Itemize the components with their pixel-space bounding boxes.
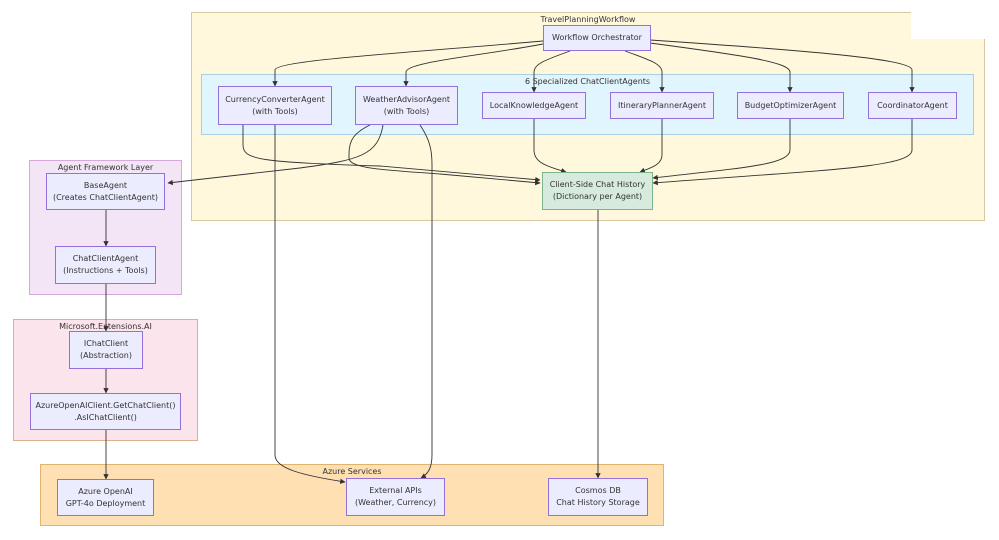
itinerary-planner-agent-node[interactable]: ItineraryPlannerAgent	[610, 92, 714, 119]
base-agent-node[interactable]: BaseAgent (Creates ChatClientAgent)	[46, 173, 165, 210]
node-sublabel: Chat History Storage	[556, 498, 640, 507]
node-sublabel: (Dictionary per Agent)	[552, 192, 643, 201]
node-sublabel: .AsIChatClient()	[74, 412, 137, 422]
node-label: Azure OpenAI	[78, 486, 133, 496]
node-sublabel: (Creates ChatClientAgent)	[52, 192, 159, 202]
node-label: CoordinatorAgent	[877, 100, 948, 110]
client-side-chat-history-node[interactable]: Client-Side Chat History (Dictionary per…	[542, 172, 653, 210]
node-label: External APIs	[369, 486, 422, 495]
group-title: 6 Specialized ChatClientAgents	[524, 77, 651, 86]
node-label: ChatClientAgent	[72, 254, 139, 263]
node-label: Cosmos DB	[575, 486, 621, 495]
group-title: Agent Framework Layer	[57, 163, 154, 172]
node-label: AzureOpenAIClient.GetChatClient()	[35, 400, 176, 410]
node-label: ItineraryPlannerAgent	[618, 100, 706, 110]
cosmos-db-node[interactable]: Cosmos DB Chat History Storage	[548, 478, 648, 516]
node-label: IChatClient	[83, 339, 129, 348]
currency-converter-agent-node[interactable]: CurrencyConverterAgent (with Tools)	[218, 86, 332, 125]
ichatclient-node[interactable]: IChatClient (Abstraction)	[69, 331, 143, 369]
node-label: Workflow Orchestrator	[552, 33, 642, 42]
node-label: CurrencyConverterAgent	[225, 94, 325, 104]
node-label: BudgetOptimizerAgent	[744, 100, 837, 110]
external-apis-node[interactable]: External APIs (Weather, Currency)	[346, 478, 445, 516]
node-label: Client-Side Chat History	[549, 180, 646, 189]
node-sublabel: (with Tools)	[252, 106, 298, 116]
budget-optimizer-agent-node[interactable]: BudgetOptimizerAgent	[737, 92, 844, 119]
local-knowledge-agent-node[interactable]: LocalKnowledgeAgent	[482, 92, 586, 119]
chat-client-agent-node[interactable]: ChatClientAgent (Instructions + Tools)	[55, 246, 156, 284]
azure-openai-node[interactable]: Azure OpenAI GPT-4o Deployment	[57, 479, 154, 516]
coordinator-agent-node[interactable]: CoordinatorAgent	[868, 92, 957, 119]
corner-mask	[911, 10, 991, 39]
azure-openai-client-node[interactable]: AzureOpenAIClient.GetChatClient() .AsICh…	[30, 393, 181, 430]
node-label: LocalKnowledgeAgent	[489, 100, 579, 110]
node-label: WeatherAdvisorAgent	[362, 94, 451, 104]
node-sublabel: (Instructions + Tools)	[63, 266, 148, 275]
workflow-orchestrator-node[interactable]: Workflow Orchestrator	[543, 25, 651, 51]
node-label: BaseAgent	[83, 180, 128, 190]
node-sublabel: (Weather, Currency)	[354, 498, 437, 507]
node-sublabel: (Abstraction)	[79, 351, 132, 360]
node-sublabel: (with Tools)	[383, 106, 430, 116]
group-title: Azure Services	[322, 467, 382, 476]
node-sublabel: GPT-4o Deployment	[65, 498, 146, 508]
group-title: TravelPlanningWorkflow	[540, 15, 636, 24]
weather-advisor-agent-node[interactable]: WeatherAdvisorAgent (with Tools)	[355, 86, 458, 125]
